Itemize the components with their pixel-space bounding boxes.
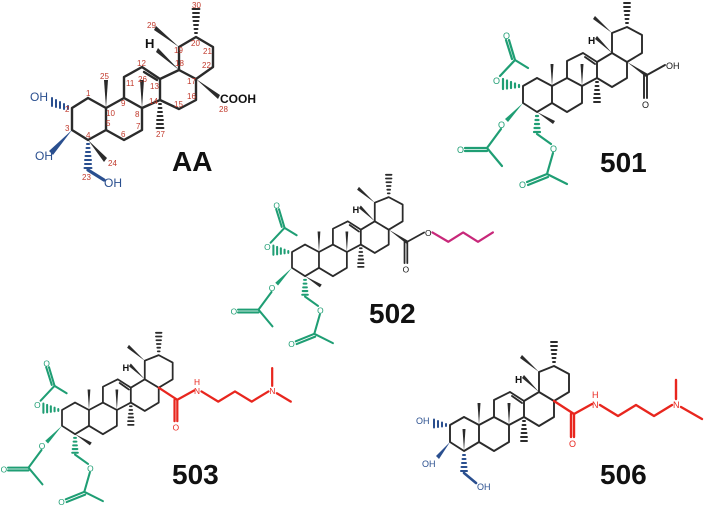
butyl-chain xyxy=(431,231,494,243)
svg-text:17: 17 xyxy=(187,77,196,86)
svg-text:9: 9 xyxy=(121,99,126,108)
atom-carbonyl-o: O xyxy=(569,439,576,449)
atom-oh-c23: OH xyxy=(104,176,122,190)
svg-text:22: 22 xyxy=(202,61,211,70)
atom-amine-n: N xyxy=(673,400,680,410)
svg-text:7: 7 xyxy=(136,122,141,131)
atom-oh-c3: OH xyxy=(422,459,436,469)
atom-oh-c3: OH xyxy=(35,149,53,163)
atom-oh: OH xyxy=(666,61,680,71)
svg-text:25: 25 xyxy=(100,72,109,81)
svg-text:13: 13 xyxy=(150,82,159,91)
svg-text:5: 5 xyxy=(106,119,111,128)
atom-carbonyl-o: O xyxy=(173,422,180,432)
atom-h18: H xyxy=(145,36,154,51)
atom-amine-n: N xyxy=(269,386,275,396)
svg-text:16: 16 xyxy=(187,92,196,101)
wedge-c29 xyxy=(154,26,179,47)
compound-label-aa: AA xyxy=(172,146,212,177)
wedge-oh-c3 xyxy=(49,130,72,155)
svg-text:11: 11 xyxy=(126,79,135,88)
atom-oh-c2: OH xyxy=(30,90,48,104)
svg-text:6: 6 xyxy=(121,130,126,139)
atom-oh-c2: OH xyxy=(416,416,430,426)
compound-label-503: 503 xyxy=(172,459,219,490)
propyl-chain xyxy=(598,403,674,418)
svg-text:12: 12 xyxy=(137,59,146,68)
svg-text:2: 2 xyxy=(65,105,70,114)
compound-502: O O xyxy=(229,173,494,350)
hash-oh-c2 xyxy=(51,97,69,110)
atom-carbonyl-o: O xyxy=(403,264,410,274)
atom-o: O xyxy=(642,100,649,110)
svg-text:30: 30 xyxy=(192,1,201,10)
svg-text:27: 27 xyxy=(156,130,165,139)
atom-nh-h: H xyxy=(592,390,599,400)
compound-503: O H N N xyxy=(0,331,292,507)
svg-text:20: 20 xyxy=(191,39,200,48)
svg-text:18: 18 xyxy=(175,59,184,68)
svg-text:21: 21 xyxy=(203,47,212,56)
atom-amide-n: N xyxy=(194,386,200,396)
compound-501: OH O xyxy=(455,2,680,192)
svg-text:3: 3 xyxy=(65,124,70,133)
wedge-c25 xyxy=(104,80,108,108)
atom-ester-o: O xyxy=(425,228,432,238)
wedge-c28 xyxy=(196,79,220,99)
compound-506: OH OH OH O H N N xyxy=(416,341,704,492)
compound-label-506: 506 xyxy=(600,459,647,490)
svg-text:1: 1 xyxy=(86,89,91,98)
propyl-chain xyxy=(200,390,270,403)
hash-c23 xyxy=(83,143,93,169)
svg-text:4: 4 xyxy=(86,131,91,140)
bond-c23-oh xyxy=(86,168,106,182)
wedge-c24 xyxy=(88,140,107,162)
atom-amide-n: N xyxy=(592,400,599,410)
atom-cooh: COOH xyxy=(220,92,256,106)
svg-text:10: 10 xyxy=(106,109,115,118)
compound-aa: OH OH OH COOH H 1 2 3 4 5 6 7 8 9 10 11 … xyxy=(30,1,256,190)
atom-numbering: 1 2 3 4 5 6 7 8 9 10 11 12 13 14 15 16 1… xyxy=(65,1,228,182)
compound-label-501: 501 xyxy=(600,147,647,178)
svg-text:29: 29 xyxy=(147,21,156,30)
hash-c27 xyxy=(155,103,165,129)
svg-text:24: 24 xyxy=(108,159,117,168)
svg-text:8: 8 xyxy=(135,110,140,119)
svg-text:19: 19 xyxy=(174,46,183,55)
atom-nh-h: H xyxy=(194,377,200,387)
hash-c30 xyxy=(191,8,201,34)
svg-text:15: 15 xyxy=(174,100,183,109)
svg-text:26: 26 xyxy=(138,75,147,84)
svg-text:14: 14 xyxy=(149,97,158,106)
wedge-c26 xyxy=(140,80,144,108)
wedge-h18 xyxy=(156,48,179,70)
svg-text:23: 23 xyxy=(82,173,91,182)
atom-oh-c23: OH xyxy=(477,482,491,492)
compound-label-502: 502 xyxy=(369,298,416,329)
svg-text:28: 28 xyxy=(219,105,228,114)
